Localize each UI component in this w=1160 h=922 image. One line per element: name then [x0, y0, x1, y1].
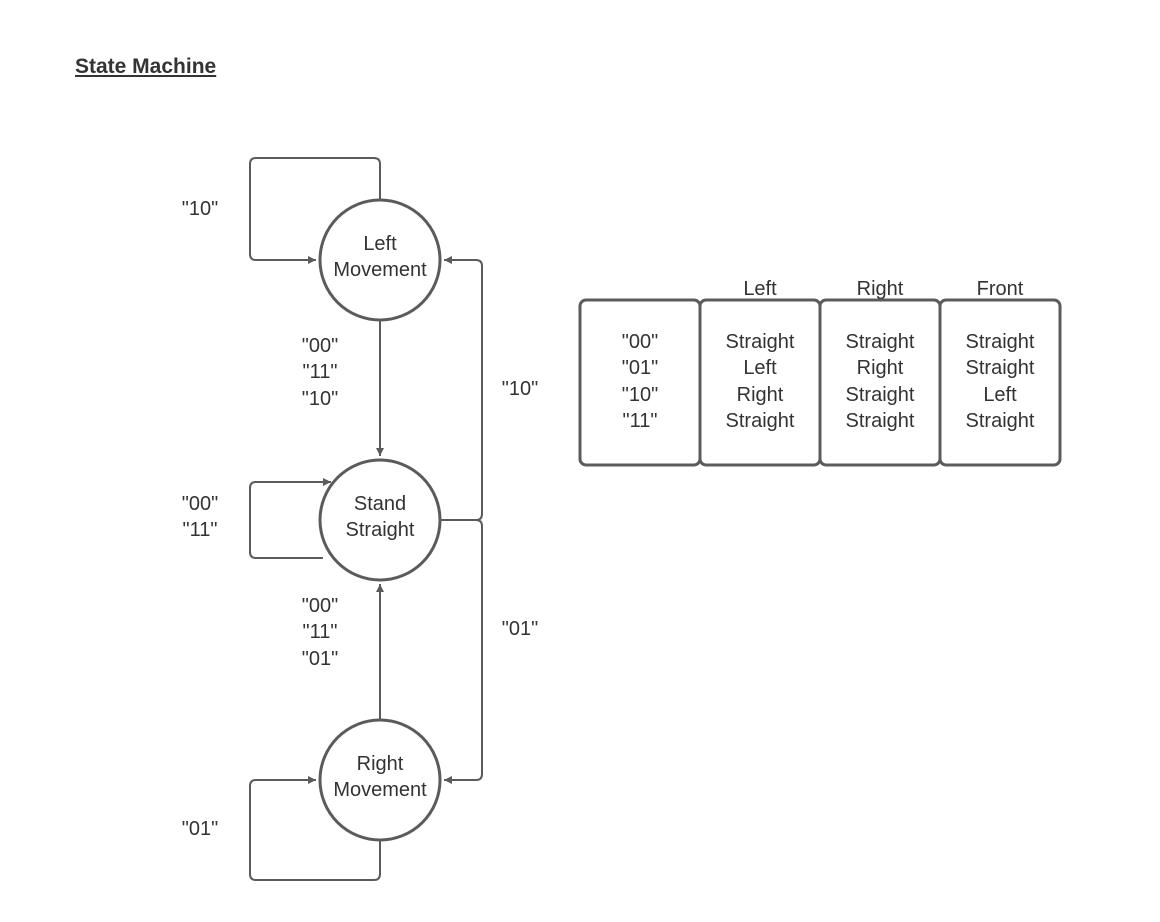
edge-left-self-loop: [249, 157, 381, 264]
transition-code: "01": [302, 648, 338, 670]
state-label-line: Stand: [354, 493, 406, 515]
table-cell: "00": [622, 331, 658, 353]
page-title: State Machine: [75, 55, 217, 78]
state-left-movement: Left Movement: [318, 198, 442, 322]
table-column-input: "00" "01" "10" "11": [578, 298, 702, 467]
table-cell: "01": [622, 357, 658, 379]
label-right-to-stand: "00" "11" "01": [302, 595, 338, 670]
label-stand-self: "00" "11": [182, 493, 218, 541]
label-right-self: "01": [182, 818, 218, 840]
transition-code: "11": [303, 621, 338, 643]
state-stand-straight: Stand Straight: [318, 458, 442, 582]
table-header: Front: [977, 278, 1024, 300]
table-column-front: Straight Straight Left Straight: [938, 298, 1062, 467]
transition-code: "11": [303, 361, 338, 383]
table-cell: Straight: [966, 331, 1035, 353]
label-left-to-stand: "00" "11" "10": [302, 335, 338, 410]
table-cell: Straight: [726, 331, 795, 353]
label-stand-to-right: "01": [502, 618, 538, 640]
transition-code: "10": [182, 198, 218, 220]
table-cell: Straight: [966, 357, 1035, 379]
label-left-self: "10": [182, 198, 218, 220]
state-label-line: Right: [357, 753, 404, 775]
table-cell: Straight: [846, 384, 915, 406]
transition-code: "10": [502, 378, 538, 400]
state-label-line: Straight: [346, 519, 415, 541]
label-stand-to-left: "10": [502, 378, 538, 400]
transition-code: "00": [302, 595, 338, 617]
table-cell: Straight: [966, 410, 1035, 432]
transition-code: "11": [183, 519, 218, 541]
table-header: Right: [857, 278, 904, 300]
transition-code: "00": [302, 335, 338, 357]
transition-code: "01": [502, 618, 538, 640]
table-cell: "10": [622, 384, 658, 406]
table-cell: Right: [737, 384, 784, 406]
edge-stand-to-left: [440, 256, 483, 521]
table-cell: "11": [623, 410, 658, 432]
table-cell: Straight: [726, 410, 795, 432]
state-right-movement: Right Movement: [318, 718, 442, 842]
state-label-line: Movement: [333, 259, 427, 281]
table-cell: Right: [857, 357, 904, 379]
transition-code: "01": [182, 818, 218, 840]
table-cell: Straight: [846, 331, 915, 353]
table-header: Left: [743, 278, 777, 300]
edge-right-self-loop: [249, 776, 381, 881]
table-cell: Left: [743, 357, 777, 379]
truth-table: Left Right Front "00" "01" "10" "11" Str…: [578, 278, 1062, 467]
table-column-left: Straight Left Right Straight: [698, 298, 822, 467]
table-cell: Straight: [846, 410, 915, 432]
transition-code: "10": [302, 388, 338, 410]
state-label-line: Movement: [333, 779, 427, 801]
edge-stand-self-loop: [249, 478, 331, 559]
table-cell: Left: [983, 384, 1017, 406]
transition-code: "00": [182, 493, 218, 515]
edge-stand-to-right: [440, 519, 483, 784]
table-column-right: Straight Right Straight Straight: [818, 298, 942, 467]
state-label-line: Left: [363, 233, 397, 255]
